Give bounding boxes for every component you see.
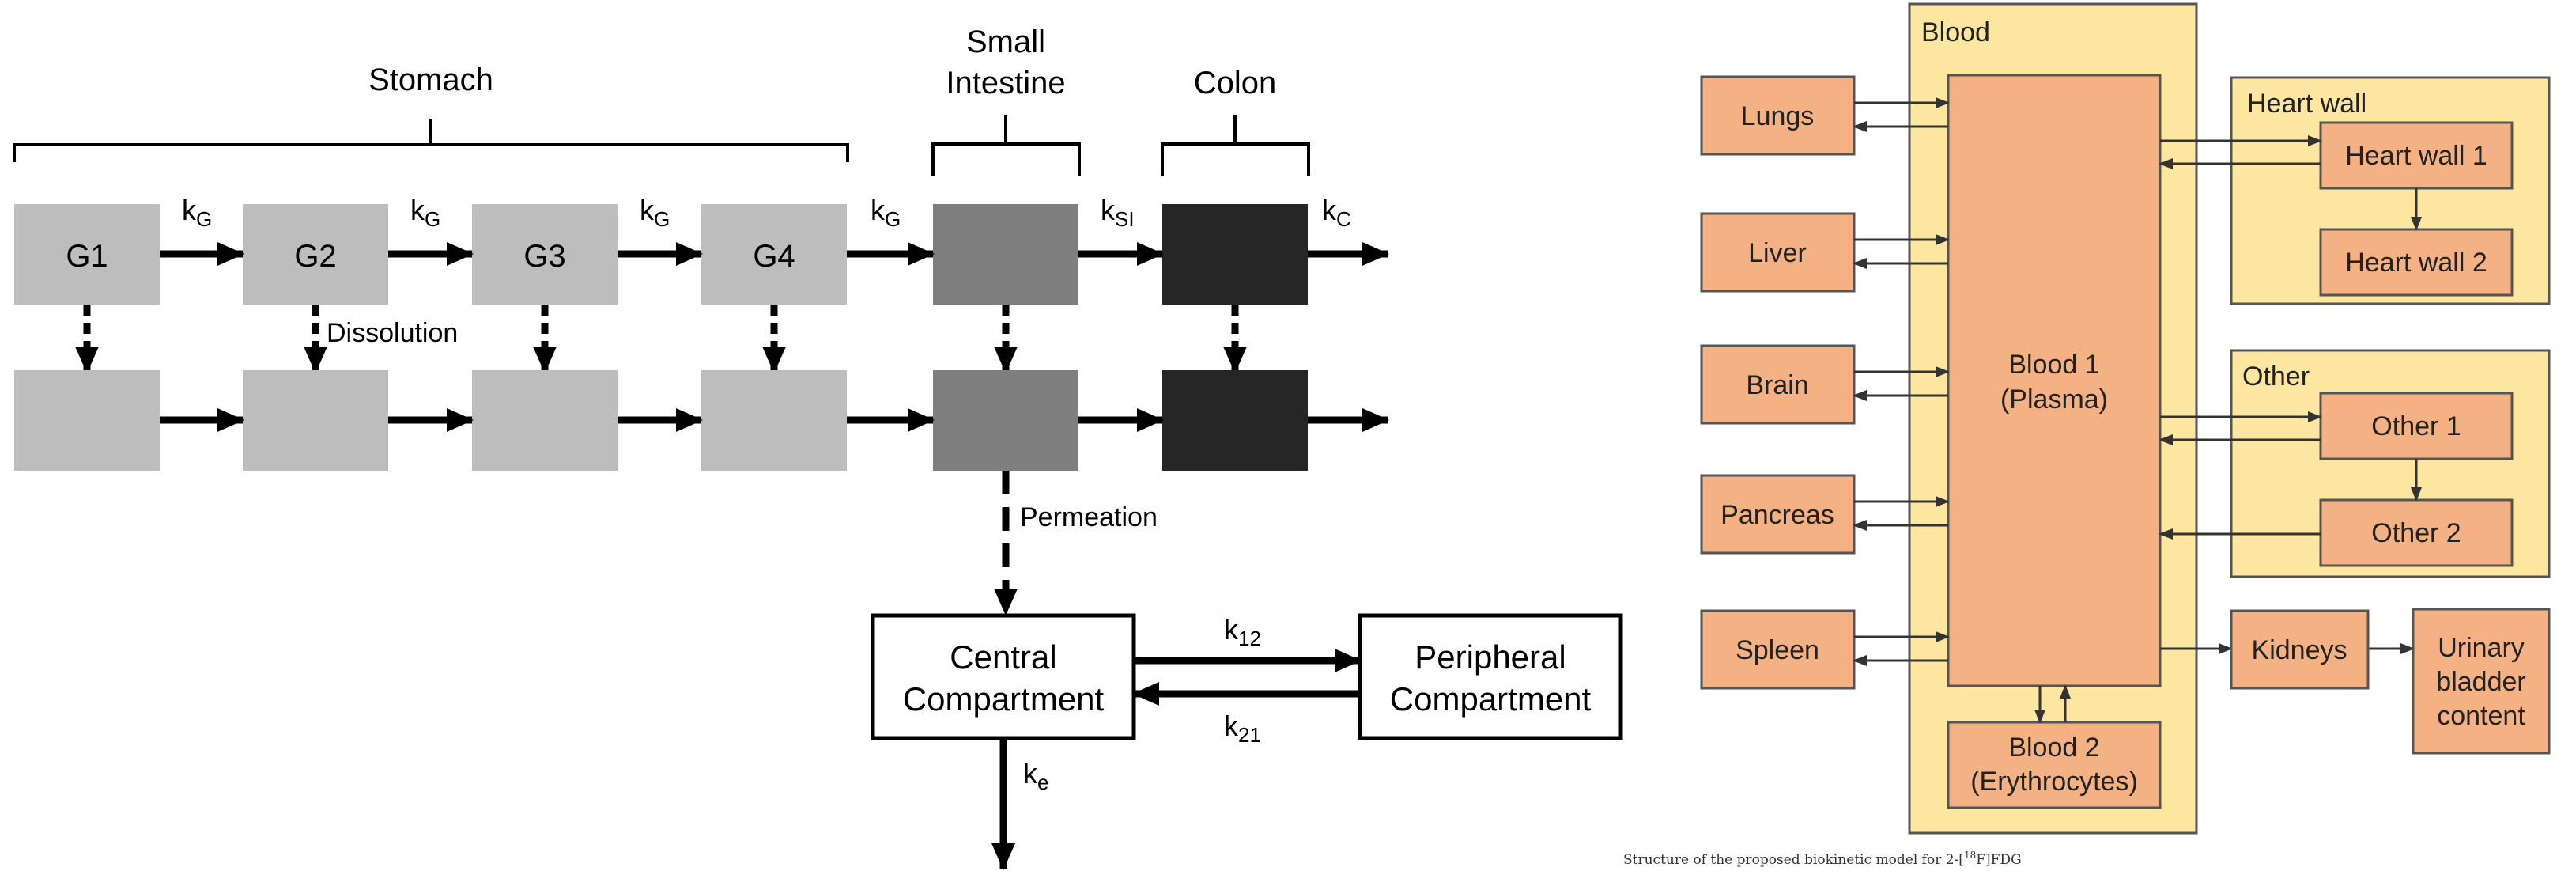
- stomach-compartment-g3: [472, 204, 618, 305]
- blood2-label-line2: (Erythrocytes): [1970, 767, 2138, 797]
- other-1-label: Other 1: [2371, 411, 2461, 441]
- kg-label-1: kG: [182, 194, 212, 231]
- central-compartment-label-line2: Compartment: [903, 680, 1105, 718]
- blood1-label-line2: (Plasma): [2000, 384, 2108, 415]
- stomach-label: Stomach: [368, 62, 493, 97]
- blood2-erythrocytes: [1947, 721, 2162, 809]
- bottom-row-compartments: [14, 370, 1308, 471]
- central-compartment-label-line1: Central: [950, 638, 1056, 676]
- pancreas-label: Pancreas: [1720, 500, 1834, 530]
- stomach-bracket: Stomach: [13, 62, 849, 162]
- small-intestine-label-line2: Intestine: [946, 66, 1065, 100]
- liver-box: [1700, 212, 1856, 293]
- blood1-plasma: [1947, 74, 2162, 687]
- small-intestine-label-line1: Small: [966, 25, 1045, 59]
- organ-exchange-arrows: [1853, 97, 1950, 666]
- dissolved-stomach-4: [701, 370, 847, 471]
- ksi-label: kSI: [1101, 194, 1135, 231]
- stomach-compartment-g4: [701, 204, 847, 305]
- lungs-label: Lungs: [1741, 101, 1815, 131]
- spleen-box: [1700, 609, 1856, 690]
- kg-label-3: kG: [640, 194, 670, 231]
- urinary-bladder-label-line3: content: [2437, 701, 2525, 731]
- dissolution-label: Dissolution: [327, 318, 458, 348]
- g2-label: G2: [294, 239, 336, 274]
- heart-wall-2-label: Heart wall 2: [2345, 248, 2487, 278]
- kc-label: kC: [1322, 194, 1351, 231]
- dissolution-arrows: [75, 305, 1247, 373]
- peripheral-compartment-label-line1: Peripheral: [1415, 638, 1566, 676]
- top-row-compartments: G1 G2 G3 G4: [14, 204, 1308, 305]
- peripheral-compartment-label-line2: Compartment: [1390, 680, 1592, 718]
- ke-label: ke: [1023, 757, 1048, 794]
- other-2-label: Other 2: [2371, 518, 2461, 548]
- gi-absorption-diagram: Stomach Small Intestine Colon G1 G2 G3 G…: [13, 25, 1623, 870]
- fdg-biokinetic-diagram: Blood Heart wall Other Blood 1 (Plasma) …: [1623, 2, 2551, 868]
- k12-label: k12: [1224, 613, 1261, 650]
- dissolved-colon: [1162, 370, 1308, 471]
- figure-caption: Structure of the proposed biokinetic mod…: [1623, 850, 2022, 868]
- spleen-label: Spleen: [1736, 635, 1819, 665]
- heart-wall-2-box: [2319, 228, 2514, 297]
- k21-label: k21: [1224, 710, 1261, 747]
- central-compartment: [871, 613, 1136, 740]
- colon-bracket: Colon: [1161, 66, 1310, 176]
- dissolved-stomach-2: [243, 370, 388, 471]
- blood1-label-line1: Blood 1: [2008, 350, 2099, 380]
- pancreas-box: [1700, 474, 1856, 555]
- dissolved-stomach-1: [14, 370, 160, 471]
- colon-label: Colon: [1194, 66, 1277, 100]
- kidneys-label: Kidneys: [2252, 635, 2347, 665]
- liver-label: Liver: [1748, 238, 1807, 268]
- colon-compartment: [1162, 204, 1308, 305]
- heart-wall-group-label: Heart wall: [2247, 89, 2366, 119]
- brain-label: Brain: [1746, 370, 1808, 400]
- g1-label: G1: [66, 239, 108, 274]
- organ-boxes: Lungs Liver Brain Pancreas Spleen: [1700, 75, 1856, 690]
- g4-label: G4: [753, 239, 795, 274]
- peripheral-compartment: [1358, 613, 1623, 740]
- small-intestine-compartment: [933, 204, 1078, 305]
- kg-label-2: kG: [410, 194, 440, 231]
- dissolved-small-intestine: [933, 370, 1078, 471]
- top-row-rate-labels: kG kG kG kG kSI kC: [182, 194, 1351, 231]
- heart-wall-1-label: Heart wall 1: [2345, 141, 2487, 171]
- urinary-bladder-label-line1: Urinary: [2438, 633, 2525, 663]
- urinary-bladder-box: [2412, 608, 2551, 755]
- brain-box: [1700, 344, 1856, 425]
- kg-label-4: kG: [871, 194, 901, 231]
- other-group-label: Other: [2242, 362, 2310, 392]
- permeation-label: Permeation: [1020, 502, 1158, 532]
- dissolved-stomach-3: [472, 370, 618, 471]
- blood2-label-line1: Blood 2: [2008, 733, 2099, 763]
- heart-wall-1-box: [2319, 121, 2514, 190]
- lungs-box: [1700, 75, 1856, 156]
- kidneys-box: [2230, 609, 2370, 690]
- stomach-compartment-g1: [14, 204, 160, 305]
- small-intestine-bracket: Small Intestine: [931, 25, 1081, 176]
- stomach-compartment-g2: [243, 204, 388, 305]
- urinary-bladder-label-line2: bladder: [2436, 667, 2525, 697]
- blood-group-label: Blood: [1921, 17, 1990, 47]
- g3-label: G3: [523, 239, 565, 274]
- right-exchange-arrows: [2034, 135, 2422, 724]
